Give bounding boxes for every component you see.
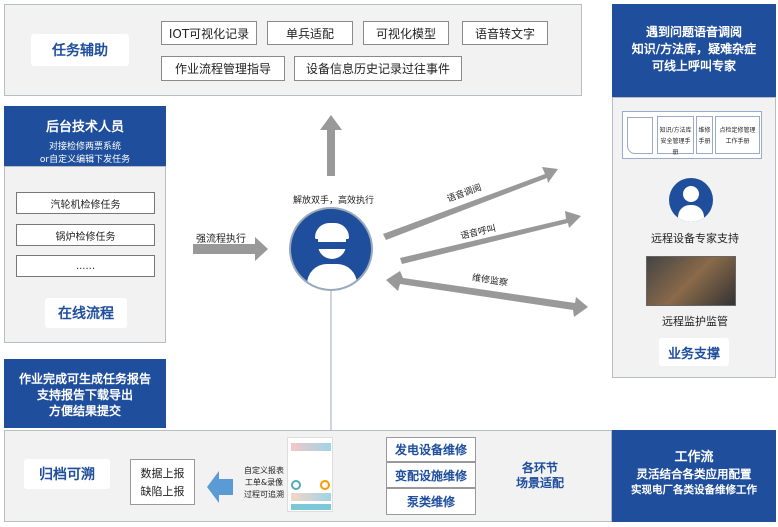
features-text: 自定义报表 工单&录像 过程可追溯: [244, 465, 284, 501]
scene-item: 变配设施维修: [386, 462, 476, 488]
tag: 设备信息历史记录过往事件: [294, 56, 462, 81]
expert-banner: 遇到问题语音调阅 知识/方法库，疑难杂症 可线上呼叫专家: [612, 4, 776, 97]
banner-line: 工作流: [674, 450, 714, 465]
arrow-right-icon: [193, 237, 268, 261]
banner-line: 遇到问题语音调阅: [645, 25, 742, 39]
tag: IOT可视化记录: [161, 21, 257, 45]
monitor-text: 远程监护监管: [662, 315, 728, 328]
banner-line: 可线上呼叫专家: [651, 59, 736, 73]
manual-knowledge: 知识/方法库安全管理手册: [657, 116, 694, 156]
feature-item: 工单&录像: [244, 478, 284, 487]
scene-label-line: 各环节: [521, 461, 558, 475]
manual-inspection: 点检定修管理工作手册: [715, 116, 760, 154]
scene-item: 发电设备维修: [386, 437, 476, 462]
banner-line: 方便结果提交: [48, 404, 121, 418]
arrow-diag-icon: [383, 167, 558, 240]
feature-item: 过程可追溯: [244, 490, 284, 499]
backend-banner: 后台技术人员 对接检修两票系统 or自定义编辑下发任务: [4, 106, 166, 166]
manual-text: 维修: [698, 127, 711, 134]
task-assist-panel: 任务辅助 IOT可视化记录 单兵适配 可视化模型 语音转文字 作业流程管理指导 …: [4, 4, 582, 96]
expert-support-text: 远程设备专家支持: [651, 232, 739, 245]
task-item[interactable]: 汽轮机检修任务: [16, 192, 155, 214]
report-item: 数据上报: [140, 467, 185, 480]
banner-line: 作业完成可生成任务报告: [18, 372, 151, 386]
online-flow-label: 在线流程: [45, 298, 127, 328]
arrow-diag-icon: [400, 211, 581, 264]
tag: 作业流程管理指导: [161, 56, 285, 81]
backend-title: 后台技术人员: [45, 120, 124, 135]
feature-item: 自定义报表: [244, 466, 284, 475]
report-banner: 作业完成可生成任务报告 支持报告下载导出 方便结果提交: [4, 359, 166, 428]
banner-line: 知识/方法库，疑难杂症: [631, 42, 757, 56]
tag: 可视化模型: [363, 21, 449, 45]
tag: 单兵适配: [267, 21, 353, 45]
banner-line: 灵活结合各类应用配置: [636, 467, 752, 481]
banner-line: 实现电厂各类设备维修工作: [631, 484, 757, 496]
scene-label-line: 场景适配: [515, 476, 564, 490]
manuals-panel: 知识/方法库安全管理手册 维修手册 点检定修管理工作手册: [622, 111, 762, 159]
manual-text: 手册: [698, 138, 711, 145]
report-item: 缺陷上报: [140, 485, 185, 498]
arrow-left-text: 强流程执行: [196, 234, 246, 245]
manual-repair: 维修手册: [696, 116, 713, 154]
manual-text: 安全管理手册: [660, 138, 691, 156]
support-label: 业务支撑: [659, 338, 729, 366]
task-item[interactable]: ......: [16, 255, 155, 277]
arrow-up-icon: [320, 115, 342, 176]
arrow-left-icon: [207, 471, 233, 503]
scene-item: 泵类维修: [386, 488, 476, 515]
archive-label: 归档可溯: [24, 459, 110, 489]
book-icon: [627, 117, 653, 154]
reports-box: 数据上报 缺陷上报: [130, 459, 195, 505]
backend-sub: 对接检修两票系统: [48, 142, 121, 152]
support-panel: 知识/方法库安全管理手册 维修手册 点检定修管理工作手册 远程设备专家支持 远程…: [612, 97, 776, 378]
up-text: 解放双手，高效执行: [293, 196, 375, 206]
scene-label: 各环节 场景适配: [500, 461, 580, 491]
task-item[interactable]: 锅炉检修任务: [16, 224, 155, 246]
manual-text: 知识/方法库: [659, 127, 692, 134]
backend-sub: or自定义编辑下发任务: [39, 155, 131, 165]
arrow-both-icon: [386, 271, 588, 317]
tag: 语音转文字: [462, 21, 548, 45]
worker-avatar-icon: [289, 207, 373, 291]
workflow-banner: 工作流 灵活结合各类应用配置 实现电厂各类设备维修工作: [612, 430, 776, 522]
video-call-image: [646, 256, 736, 306]
task-assist-label: 任务辅助: [31, 34, 129, 66]
expert-avatar-icon: [669, 178, 713, 222]
arrows: [193, 115, 588, 317]
manual-text: 点检定修管理: [719, 127, 756, 134]
banner-line: 支持报告下载导出: [36, 388, 133, 402]
dashboard-thumbnail: [287, 437, 333, 512]
manual-text: 工作手册: [725, 138, 750, 145]
